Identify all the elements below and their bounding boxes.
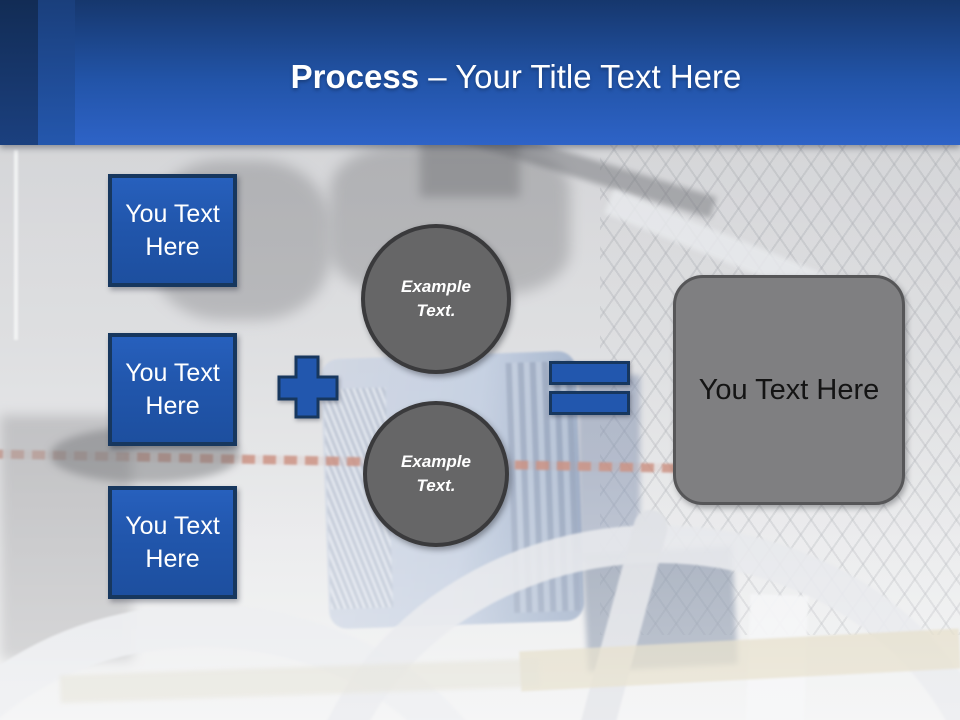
input-box-2[interactable]: You Text Here: [108, 333, 237, 446]
example-circle-1-label: Example Text.: [401, 277, 471, 320]
equals-icon[interactable]: [547, 359, 631, 417]
result-box[interactable]: You Text Here: [673, 275, 905, 505]
header-band: [0, 0, 960, 145]
slide-title-regular: – Your Title Text Here: [419, 58, 742, 95]
slide-title[interactable]: Process – Your Title Text Here: [72, 57, 960, 97]
input-box-2-label: You Text Here: [125, 358, 220, 420]
left-accent-stripe-light: [38, 0, 75, 145]
left-accent-stripe-dark: [0, 0, 38, 145]
result-box-label: You Text Here: [698, 373, 880, 406]
input-box-1[interactable]: You Text Here: [108, 174, 237, 287]
example-circle-1[interactable]: Example Text.: [361, 224, 511, 374]
example-circle-2[interactable]: Example Text.: [363, 401, 509, 547]
plus-icon[interactable]: [276, 354, 340, 420]
slide-title-bold: Process: [290, 58, 420, 95]
input-box-1-label: You Text Here: [125, 199, 220, 261]
input-box-3[interactable]: You Text Here: [108, 486, 237, 599]
example-circle-2-label: Example Text.: [401, 452, 471, 495]
input-box-3-label: You Text Here: [125, 511, 220, 573]
